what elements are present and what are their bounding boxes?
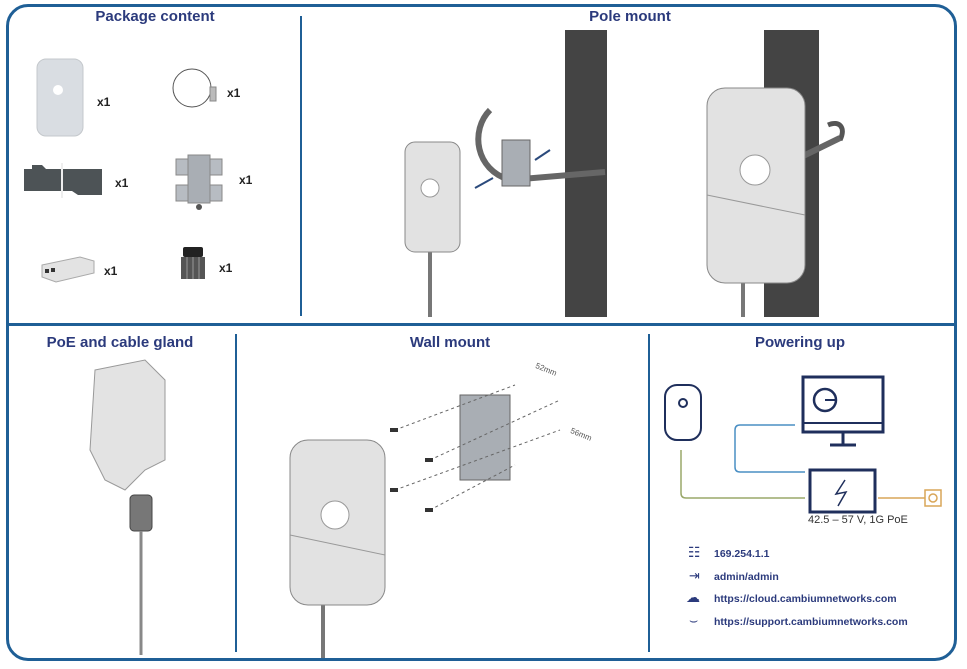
login-icon: ⇥	[689, 568, 700, 583]
horizontal-divider	[9, 323, 954, 326]
info-credentials: admin/admin	[714, 571, 779, 583]
divider-package-pole	[300, 16, 302, 316]
pole-strap-qty: x1	[227, 86, 241, 100]
wall-mount-title: Wall mount	[409, 334, 491, 351]
poe-gland-title: PoE and cable gland	[46, 334, 194, 351]
support-link[interactable]: https://support.cambiumnetworks.com	[714, 616, 908, 628]
radio-unit-qty: x1	[97, 95, 111, 109]
wall-mount-illustration	[289, 384, 561, 658]
poe-injector-qty: x1	[104, 264, 118, 278]
network-icon: ☷	[688, 544, 701, 560]
divider-gland-wall	[235, 334, 237, 652]
pole-mount-illustration	[404, 30, 845, 317]
info-ip: 169.254.1.1	[714, 548, 770, 560]
mounting-bracket-qty: x1	[239, 173, 253, 187]
ethernet-cable-icon	[24, 163, 102, 198]
radio-device-icon	[664, 384, 702, 441]
outer-frame	[6, 4, 957, 661]
pole-strap-icon	[172, 68, 217, 108]
poe-injector-icon	[41, 256, 95, 283]
divider-wall-power	[648, 334, 650, 652]
power-outlet-icon	[924, 489, 942, 507]
cloud-icon: ☁	[686, 589, 700, 605]
radio-unit-icon	[36, 58, 84, 137]
pole-mount-title: Pole mount	[589, 8, 671, 25]
cloud-link[interactable]: https://cloud.cambiumnetworks.com	[714, 593, 897, 605]
poe-spec: 42.5 – 57 V, 1G PoE	[808, 514, 908, 526]
mounting-bracket-icon	[175, 154, 223, 210]
ethernet-cable-qty: x1	[115, 176, 129, 190]
headset-icon: ⌣	[689, 612, 699, 628]
cable-gland-icon	[181, 247, 205, 279]
package-content-title: Package content	[95, 8, 215, 25]
poe-injector-box-icon	[808, 468, 877, 514]
powering-diagram	[664, 375, 942, 514]
cable-gland-qty: x1	[219, 261, 233, 275]
poe-gland-illustration	[89, 359, 166, 655]
powering-up-title: Powering up	[755, 334, 845, 351]
